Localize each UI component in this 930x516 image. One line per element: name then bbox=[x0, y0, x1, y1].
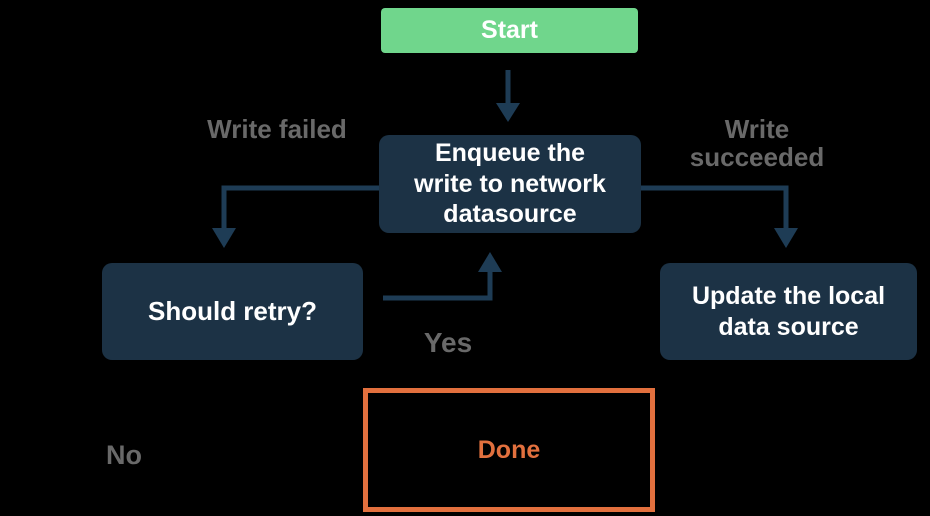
edge-label-yes: Yes bbox=[423, 327, 473, 358]
edge-label-write-failed: Write failed bbox=[207, 114, 347, 144]
edge-label-write-succeeded: Write succeeded bbox=[689, 114, 825, 172]
node-start-label: Start bbox=[481, 16, 538, 44]
arrow-enqueue-to-should-retry bbox=[212, 185, 379, 248]
arrow-start-to-enqueue bbox=[496, 70, 520, 122]
node-start: Start bbox=[381, 8, 638, 53]
node-enqueue-write: Enqueue the write to network datasource bbox=[379, 135, 641, 233]
node-should-retry: Should retry? bbox=[102, 263, 363, 360]
node-should-retry-label: Should retry? bbox=[147, 295, 317, 326]
node-update-local-data-label: Update the local data source bbox=[691, 282, 886, 341]
node-done: Done bbox=[363, 388, 655, 512]
node-done-label: Done bbox=[477, 435, 541, 464]
node-update-local-data: Update the local data source bbox=[660, 263, 917, 360]
arrow-enqueue-to-update-local bbox=[641, 185, 798, 248]
node-enqueue-write-label: Enqueue the write to network datasource bbox=[414, 139, 606, 229]
edge-label-no: No bbox=[106, 440, 142, 470]
arrow-should-retry-to-enqueue bbox=[383, 252, 502, 301]
